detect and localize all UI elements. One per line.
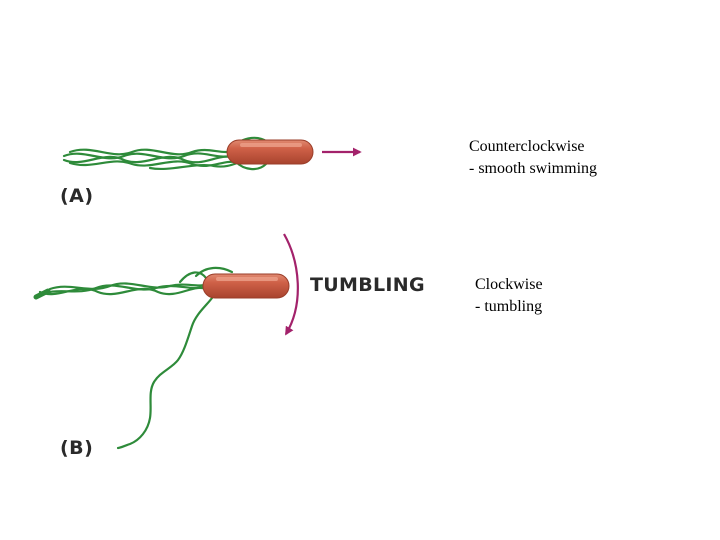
caption-b-line2: - tumbling — [475, 296, 543, 318]
flagella-bundle-b — [36, 268, 232, 448]
panel-a-caption: Counterclockwise - smooth swimming — [469, 136, 597, 180]
cell-highlight-a — [240, 143, 302, 147]
cell-highlight-b — [216, 277, 278, 281]
panel-a-bacterium — [64, 138, 360, 169]
panel-b-label: (B) — [60, 437, 93, 459]
tumbling-label: TUMBLING — [310, 274, 425, 296]
caption-a-line1: Counterclockwise — [469, 136, 597, 158]
panel-b-caption: Clockwise - tumbling — [475, 274, 543, 318]
caption-a-line2: - smooth swimming — [469, 158, 597, 180]
panel-a-label: (A) — [60, 185, 94, 207]
caption-b-line1: Clockwise — [475, 274, 543, 296]
panel-b-bacterium — [36, 234, 298, 448]
